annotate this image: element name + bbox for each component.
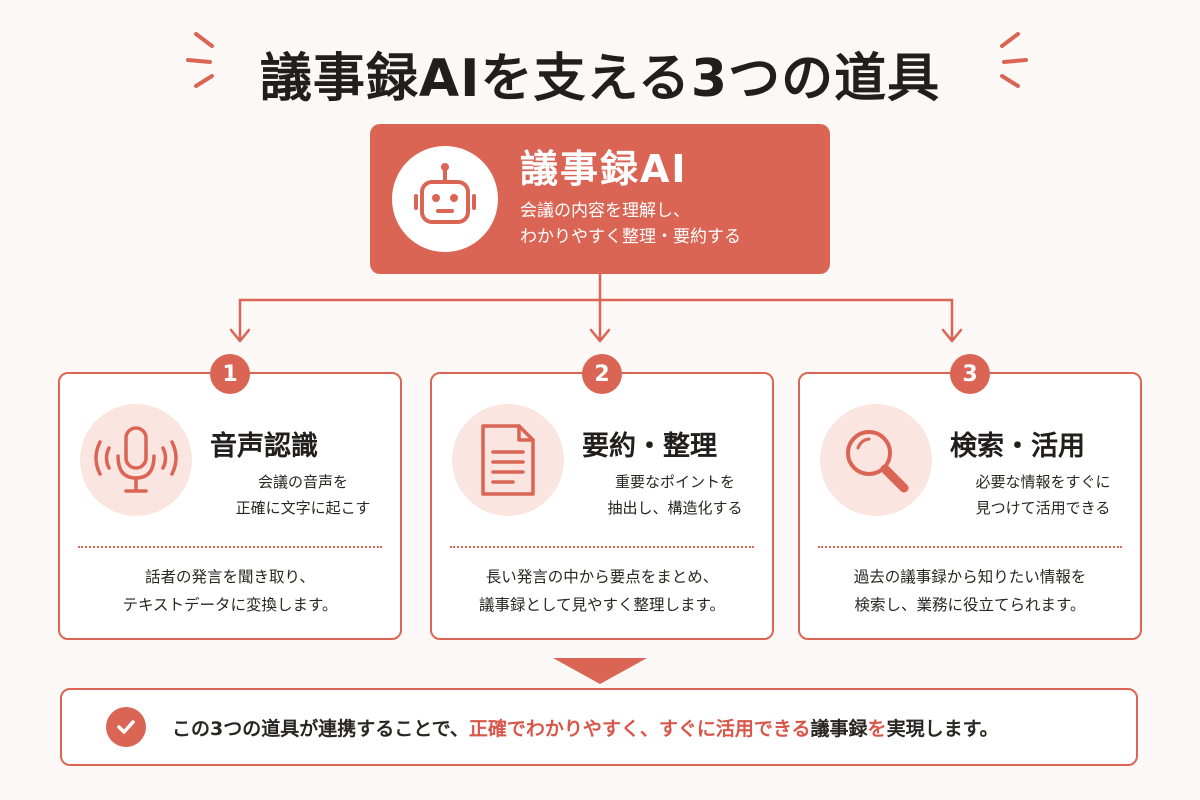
step-number-badge: 3 [950, 354, 990, 394]
card-subtitle-line: 正確に文字に起こす [235, 498, 371, 517]
checkmark-icon [117, 720, 135, 734]
document-icon [481, 424, 535, 496]
hero-box-meeting-ai: 議事録AI 会議の内容を理解し、 わかりやすく整理・要約する [370, 124, 830, 274]
card-subtitle-line: 抽出し、構造化する [607, 498, 743, 517]
dotted-divider [450, 546, 754, 548]
card-body-line: テキストデータに変換します。 [122, 595, 338, 614]
card-body-line: 議事録として見やすく整理します。 [479, 595, 725, 614]
card-title: 音声認識 [210, 431, 318, 462]
hero-desc-line: 会議の内容を理解し、 [520, 201, 690, 222]
card-body-line: 話者の発言を聞き取り、 [145, 568, 315, 586]
card-subtitle-line: 見つけて活用できる [975, 498, 1111, 517]
accent-lines-icon [1000, 32, 1028, 88]
card-title: 要約・整理 [582, 431, 717, 462]
card-subtitle: 会議の音声を 正確に文字に起こす [210, 470, 396, 521]
magnifier-icon [846, 430, 909, 493]
icon-circle [820, 404, 932, 516]
icon-circle [80, 404, 192, 516]
summary-part: 実現します。 [886, 717, 999, 740]
card-body-line: 検索し、業務に役立てられます。 [854, 595, 1086, 614]
tool-card-speech-recognition: 1 音声認識 会議の音声を 正確に文字に起こす 話者の発言を聞き取り、 テキスト… [58, 354, 402, 640]
hero-description: 会議の内容を理解し、 わかりやすく整理・要約する [520, 199, 741, 250]
accent-lines-icon [186, 32, 214, 88]
summary-highlight: を [867, 717, 887, 740]
card-subtitle: 必要な情報をすぐに 見つけて活用できる [950, 470, 1136, 521]
card-subtitle-line: 会議の音声を [257, 473, 348, 491]
summary-part: この3つの道具が連携することで、 [172, 717, 469, 740]
card-body: 過去の議事録から知りたい情報を 検索し、業務に役立てられます。 [800, 564, 1140, 620]
tool-card-summarize: 2 要約・整理 重要なポイントを 抽出し、構造化する 長い発言の中から要点をまと… [430, 354, 774, 640]
check-badge [106, 707, 146, 747]
hero-desc-line: わかりやすく整理・要約する [520, 226, 741, 247]
card-subtitle-line: 必要な情報をすぐに [975, 473, 1111, 491]
microphone-icon [94, 426, 178, 493]
robot-avatar [392, 146, 498, 252]
page-title: 議事録AIを支える3つの道具 [259, 49, 941, 109]
icon-circle [452, 404, 564, 516]
card-subtitle: 重要なポイントを 抽出し、構造化する [582, 470, 768, 521]
card-title: 検索・活用 [950, 431, 1085, 462]
summary-text: この3つの道具が連携することで、正確でわかりやすく、すぐに活用できる議事録を実現… [172, 714, 999, 741]
summary-box: この3つの道具が連携することで、正確でわかりやすく、すぐに活用できる議事録を実現… [60, 688, 1138, 766]
step-number-badge: 1 [210, 354, 250, 394]
card-subtitle-line: 重要なポイントを [614, 473, 735, 491]
tool-card-search: 3 検索・活用 必要な情報をすぐに 見つけて活用できる 過去の議事録から知りたい… [798, 354, 1142, 640]
card-body-line: 長い発言の中から要点をまとめ、 [485, 568, 719, 586]
summary-part: 議事録 [810, 717, 868, 740]
card-body: 話者の発言を聞き取り、 テキストデータに変換します。 [60, 564, 400, 620]
step-number-badge: 2 [582, 354, 622, 394]
card-body: 長い発言の中から要点をまとめ、 議事録として見やすく整理します。 [432, 564, 772, 620]
hero-title: 議事録AI [520, 146, 688, 191]
down-arrow-icon [553, 658, 647, 684]
card-body-line: 過去の議事録から知りたい情報を [853, 568, 1087, 586]
dotted-divider [78, 546, 382, 548]
summary-highlight: 正確でわかりやすく、すぐに活用できる [468, 717, 811, 740]
robot-icon [414, 163, 476, 224]
dotted-divider [818, 546, 1122, 548]
